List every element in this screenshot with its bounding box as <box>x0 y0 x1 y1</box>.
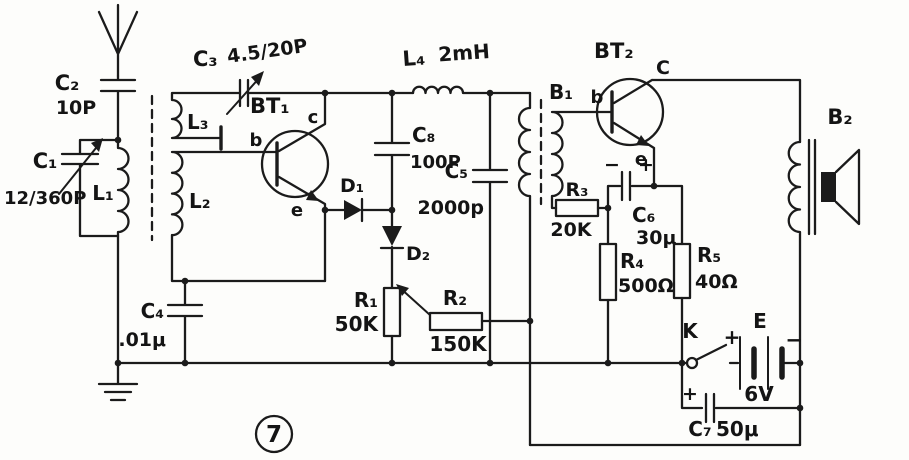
r5-label: R₅ <box>697 243 721 267</box>
r3-value: 20K <box>550 219 592 241</box>
junction-dots <box>114 89 804 412</box>
transformer-b1: B₁ <box>517 80 614 447</box>
battery-e: E + − 6V <box>724 309 803 406</box>
capacitor-c5: C₅ 2000p <box>418 91 509 365</box>
ground-symbol <box>97 361 139 402</box>
c3-arrow-icon <box>251 71 264 86</box>
k-label: K <box>682 319 699 343</box>
capacitor-c3: C₃ 4.5/20P <box>193 35 415 115</box>
d1-label: D₁ <box>340 175 364 197</box>
c7-label: C₇ <box>688 417 711 441</box>
c7-value: 50μ <box>716 417 759 441</box>
c6-minus: − <box>604 154 620 176</box>
d2-label: D₂ <box>406 243 430 265</box>
potentiometer-r2: R₂ 150K <box>396 284 532 356</box>
bt1-body <box>260 129 330 199</box>
bt2-label: BT₂ <box>594 39 634 63</box>
capacitor-c8: C₈ 100P <box>373 91 461 212</box>
b2-label: B₂ <box>827 105 852 129</box>
bt2-body <box>595 77 665 147</box>
r2-wiper-arrow-icon <box>396 284 409 296</box>
inductor-l2: L₂ <box>170 150 327 283</box>
r2-label: R₂ <box>443 286 467 310</box>
c4-value: .01μ <box>118 329 166 351</box>
r4-value: 500Ω <box>618 275 674 297</box>
c2-value: 10P <box>56 97 96 119</box>
bt1-pin-e: e <box>291 200 303 221</box>
r1-value: 50K <box>335 312 380 336</box>
resistor-r3: R₃ 20K <box>550 179 610 241</box>
c1-arrow-icon <box>91 138 103 152</box>
battery-label: E <box>753 309 767 333</box>
c5-value: 2000p <box>418 197 484 219</box>
bt2-pin-e: e <box>635 149 647 170</box>
c1-label: C₁ <box>33 149 58 173</box>
l3-label: L₃ <box>187 110 209 134</box>
figure-number-text: 7 <box>266 422 282 448</box>
c6-label: C₆ <box>632 203 655 227</box>
r1-label: R₁ <box>354 288 378 312</box>
battery-plus: + <box>724 325 741 349</box>
diode-d2: D₂ <box>379 208 430 290</box>
capacitor-c2: C₂ 10P <box>55 71 137 142</box>
c8-value: 100P <box>410 152 461 173</box>
transistor-bt2: BT₂ C b e <box>591 39 802 188</box>
switch-k: K <box>682 319 728 370</box>
c4-label: C₄ <box>141 299 164 323</box>
capacitor-c7: + C₇ 50μ <box>680 361 802 441</box>
c3-label: C₃ <box>193 47 218 71</box>
r5-value: 40Ω <box>695 271 738 293</box>
l4-label: L₄ <box>402 45 426 71</box>
resistor-r1: R₁ 50K <box>335 286 402 365</box>
battery-minus: − <box>785 328 803 352</box>
c6-plus: + <box>638 154 654 176</box>
l4-value: 2mH <box>437 39 490 67</box>
speaker-cone-icon <box>834 148 861 226</box>
d2-triangle-icon <box>382 226 402 246</box>
capacitor-c6: − + C₆ 30μ <box>604 154 676 249</box>
l2-label: L₂ <box>189 189 211 213</box>
bt2-emitter-arrow-icon <box>636 135 649 146</box>
bt1-pin-c: c <box>308 107 319 128</box>
bt1-pin-b: b <box>250 130 263 151</box>
transformer-b2: B₂ <box>787 105 861 447</box>
capacitor-c4: C₄ .01μ <box>118 279 204 365</box>
switch-pivot <box>685 356 699 370</box>
inductor-l3: L₃ <box>170 91 242 151</box>
battery-value: 6V <box>744 382 774 406</box>
resistor-r5: R₅ 40Ω <box>652 184 738 365</box>
bt1-label: BT₁ <box>250 94 290 118</box>
speaker-magnet-icon <box>821 172 836 202</box>
bt2-pin-c: C <box>656 57 670 79</box>
l1-label: L₁ <box>92 181 114 205</box>
b1-label: B₁ <box>549 80 573 104</box>
r4-label: R₄ <box>620 249 644 273</box>
r2-value: 150K <box>429 332 488 356</box>
c1-value: 12/360P <box>4 188 86 209</box>
resistor-r4: R₄ 500Ω <box>598 206 674 365</box>
c5-label: C₅ <box>445 159 468 183</box>
c2-label: C₂ <box>55 71 80 95</box>
antenna-icon <box>97 3 139 78</box>
c6-value: 30μ <box>636 227 676 249</box>
bt2-pin-b: b <box>591 87 604 108</box>
capacitor-c1: C₁ 12/360P <box>4 138 120 238</box>
transistor-bt1: BT₁ c b e <box>250 91 330 283</box>
bt1-emitter-arrow-icon <box>306 190 319 201</box>
r3-label: R₃ <box>566 179 589 201</box>
figure-number: 7 <box>254 414 294 454</box>
d1-triangle-icon <box>344 200 362 220</box>
inductor-l4: L₄ 2mH <box>402 39 532 95</box>
c3-value: 4.5/20P <box>226 35 309 68</box>
transformer-core-b2 <box>807 138 817 236</box>
diode-d1: D₁ <box>323 175 394 223</box>
c8-label: C₈ <box>412 123 435 147</box>
c7-plus: + <box>682 383 698 405</box>
